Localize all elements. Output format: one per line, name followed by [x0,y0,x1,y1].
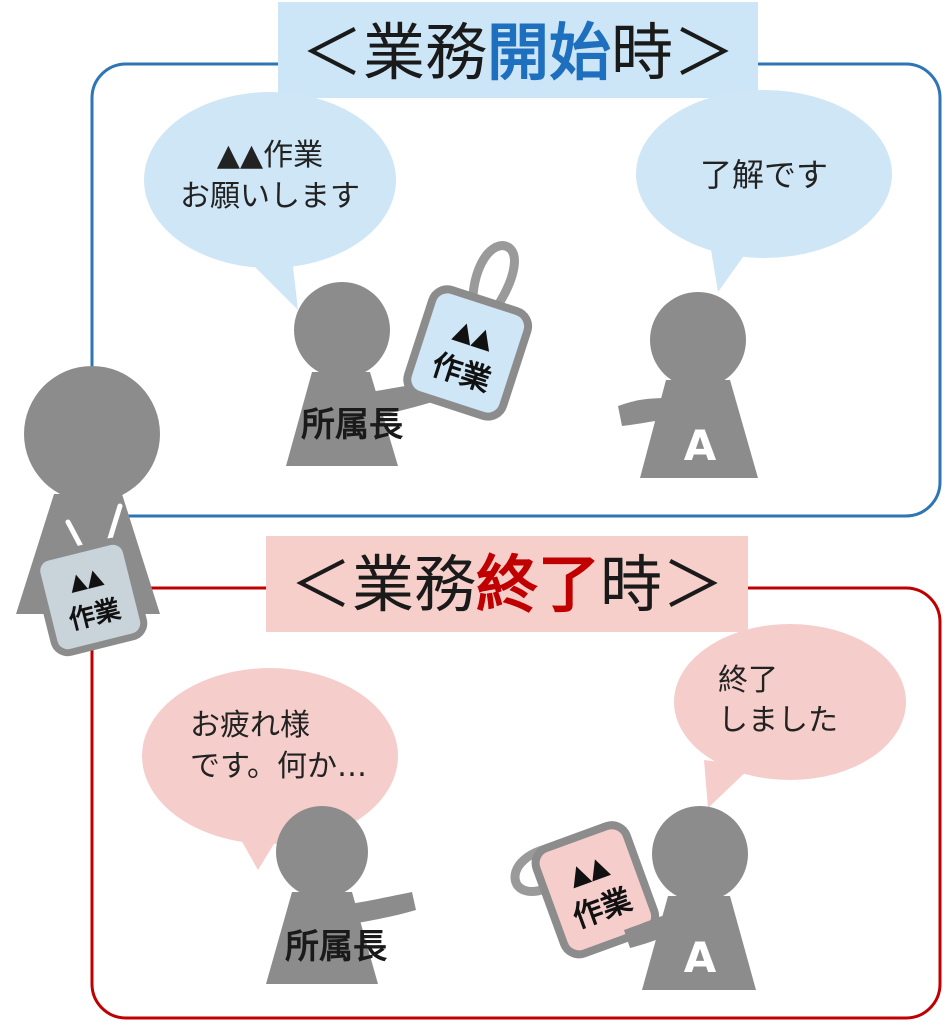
start-worker-bubble: 了解です [636,90,892,292]
end-title-box [266,536,748,632]
side-figure: ▲▲ 作業 [16,366,160,657]
start-worker-figure: A [618,292,758,478]
work-tag-icon [531,821,660,959]
work-tag-icon [33,537,148,657]
start-chief-bubble-line2: お願いします [180,179,360,214]
start-chief-figure: 所属長 [286,282,452,466]
person-figure-icon [642,896,756,990]
side-work-tag: ▲▲ 作業 [33,537,148,657]
end-worker-figure: A [624,806,756,990]
start-chief-bubble: ▲▲作業 お願いします [144,92,396,310]
end-chief-figure: 所属長 [266,806,416,984]
end-worker-label: A [684,933,717,982]
speech-bubble-icon [674,624,906,780]
end-worker-bubble-line1: 終了 [718,663,778,698]
end-chief-bubble: お疲れ様 です。何か… [142,668,398,870]
start-worker-bubble-text: 了解です [700,156,828,194]
work-tag-icon [403,285,533,421]
start-worker-label: A [684,421,717,470]
tag-loop [468,240,519,317]
end-worker-bubble-line2: しました [718,703,838,738]
person-figure-icon [266,892,378,984]
start-title: ＜業務開始時＞ [301,16,735,89]
end-section: ＜業務終了時＞ お疲れ様 です。何か… 終了 しました 所属長 ▲▲ 作 [90,536,942,1020]
start-chief-label: 所属長 [301,405,404,445]
end-work-tag: ▲▲ 作業 [510,821,660,959]
end-chief-bubble-line2: です。何か… [190,749,367,784]
person-figure-icon [640,380,758,478]
speech-bubble-icon [144,92,396,268]
end-chief-label: 所属長 [285,927,388,967]
start-title-box [278,2,758,98]
start-work-tag: ▲▲ 作業 [403,240,533,421]
speech-bubble-icon [636,90,892,258]
end-worker-bubble: 終了 しました [674,624,906,808]
start-chief-bubble-line1: ▲▲作業 [217,138,323,173]
end-chief-bubble-line1: お疲れ様 [190,708,310,743]
start-section: ＜業務開始時＞ ▲▲作業 お願いします 了解です 所属長 ▲▲ 作業 [90,2,942,518]
end-title: ＜業務終了時＞ [290,548,724,621]
speech-bubble-icon [142,668,398,844]
